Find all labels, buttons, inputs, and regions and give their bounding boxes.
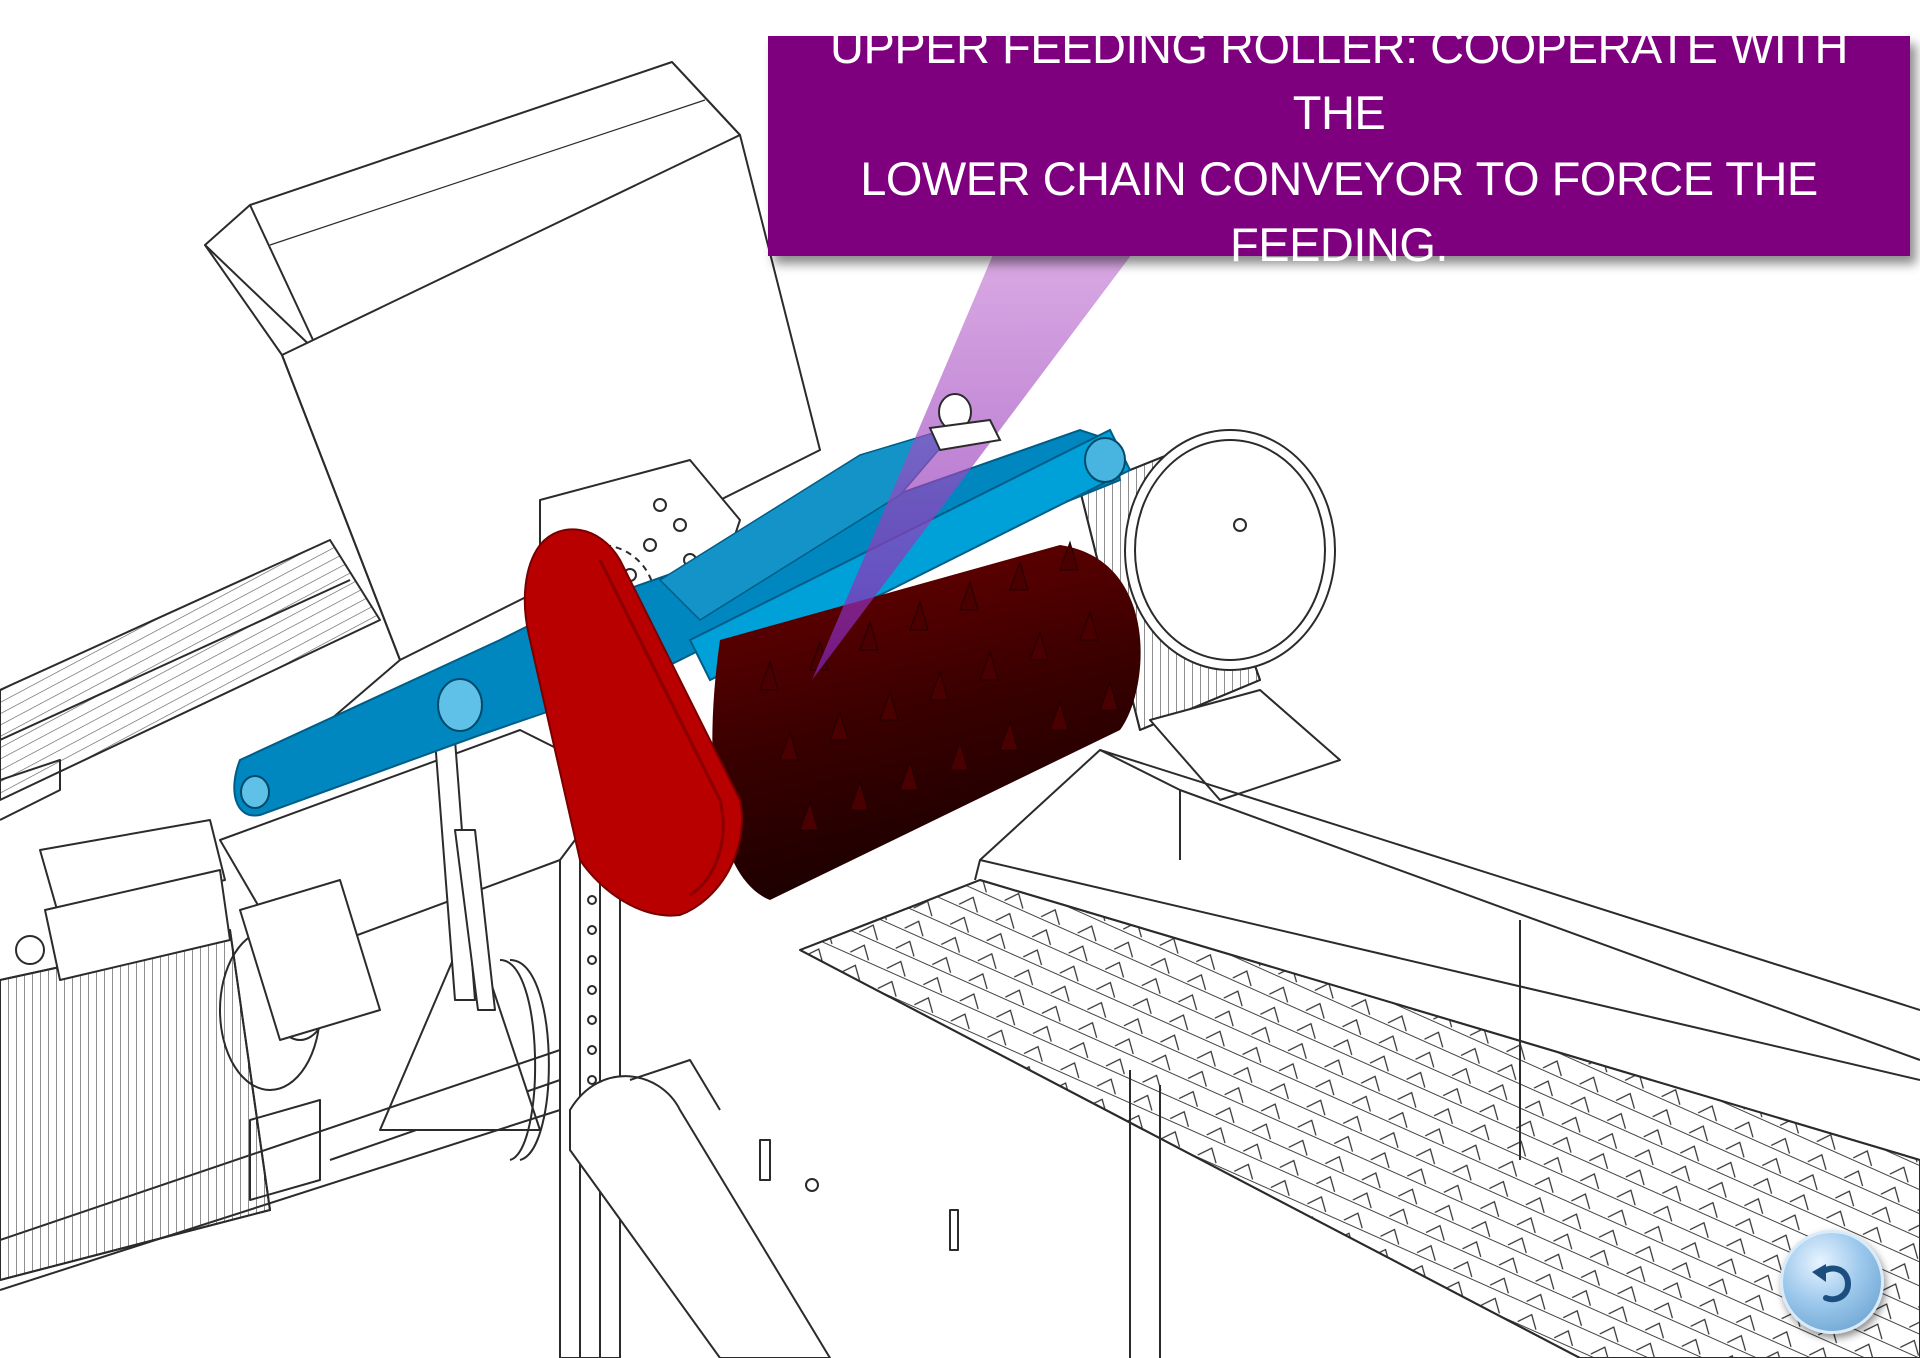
upper-feeding-roller	[523, 528, 1141, 917]
undo-arrow-icon	[1812, 1264, 1852, 1303]
feed-hopper	[204, 61, 821, 721]
callout-caption: UPPER FEEDING ROLLER: COOPERATE WITH THE…	[768, 20, 1910, 271]
back-button[interactable]	[1780, 1230, 1884, 1334]
intake-conveyor	[0, 539, 381, 821]
caption-pointer	[812, 250, 1135, 680]
caption-text: UPPER FEEDING ROLLER: COOPERATE WITH THE…	[830, 20, 1848, 271]
bearing-block	[928, 393, 1002, 452]
chain-conveyor	[799, 749, 1920, 1358]
belt-guard	[569, 1059, 959, 1358]
left-motor	[0, 819, 381, 1281]
